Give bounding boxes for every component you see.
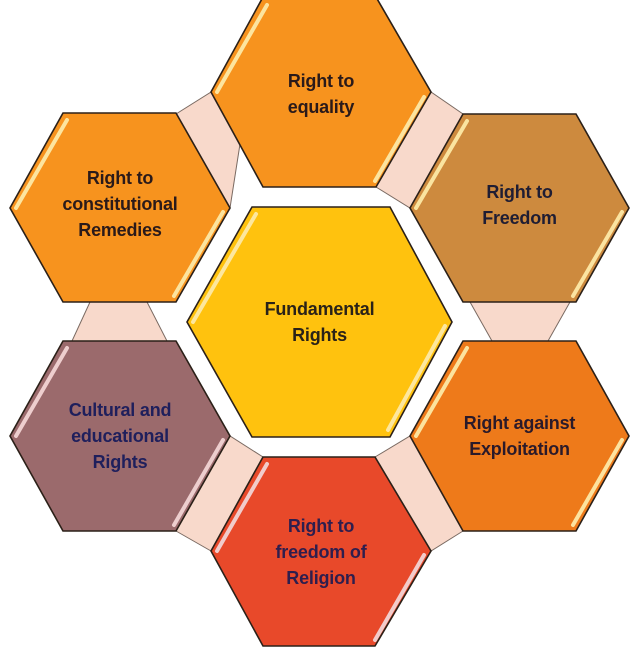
hex-equality — [210, 0, 432, 188]
highlight-religion-br — [373, 553, 426, 642]
highlight-center-tl — [191, 212, 258, 324]
hex-cultural — [9, 340, 231, 532]
hex-freedom — [409, 113, 630, 303]
highlight-constitutional-tl — [14, 118, 69, 210]
highlight-cultural-tl — [14, 346, 69, 438]
highlight-equality-tl — [215, 3, 269, 94]
hex-exploitation — [409, 340, 630, 532]
hex-religion — [210, 456, 432, 647]
hex-center-fundamental — [186, 206, 453, 438]
connector-cultural-constitutional — [71, 301, 168, 342]
highlight-cultural-br — [172, 438, 225, 527]
bevel-highlights — [14, 3, 624, 642]
hex-constitutional — [9, 112, 231, 303]
highlight-freedom-tl — [414, 119, 469, 210]
highlight-religion-tl — [215, 462, 269, 553]
highlight-exploitation-tl — [414, 346, 469, 438]
highlight-exploitation-br — [571, 438, 624, 527]
highlight-constitutional-br — [172, 210, 225, 298]
highlight-equality-br — [373, 95, 426, 183]
connector-freedom-exploitation — [469, 301, 571, 342]
hexagons — [9, 0, 630, 647]
highlight-center-br — [386, 324, 447, 432]
highlight-freedom-br — [571, 210, 624, 298]
